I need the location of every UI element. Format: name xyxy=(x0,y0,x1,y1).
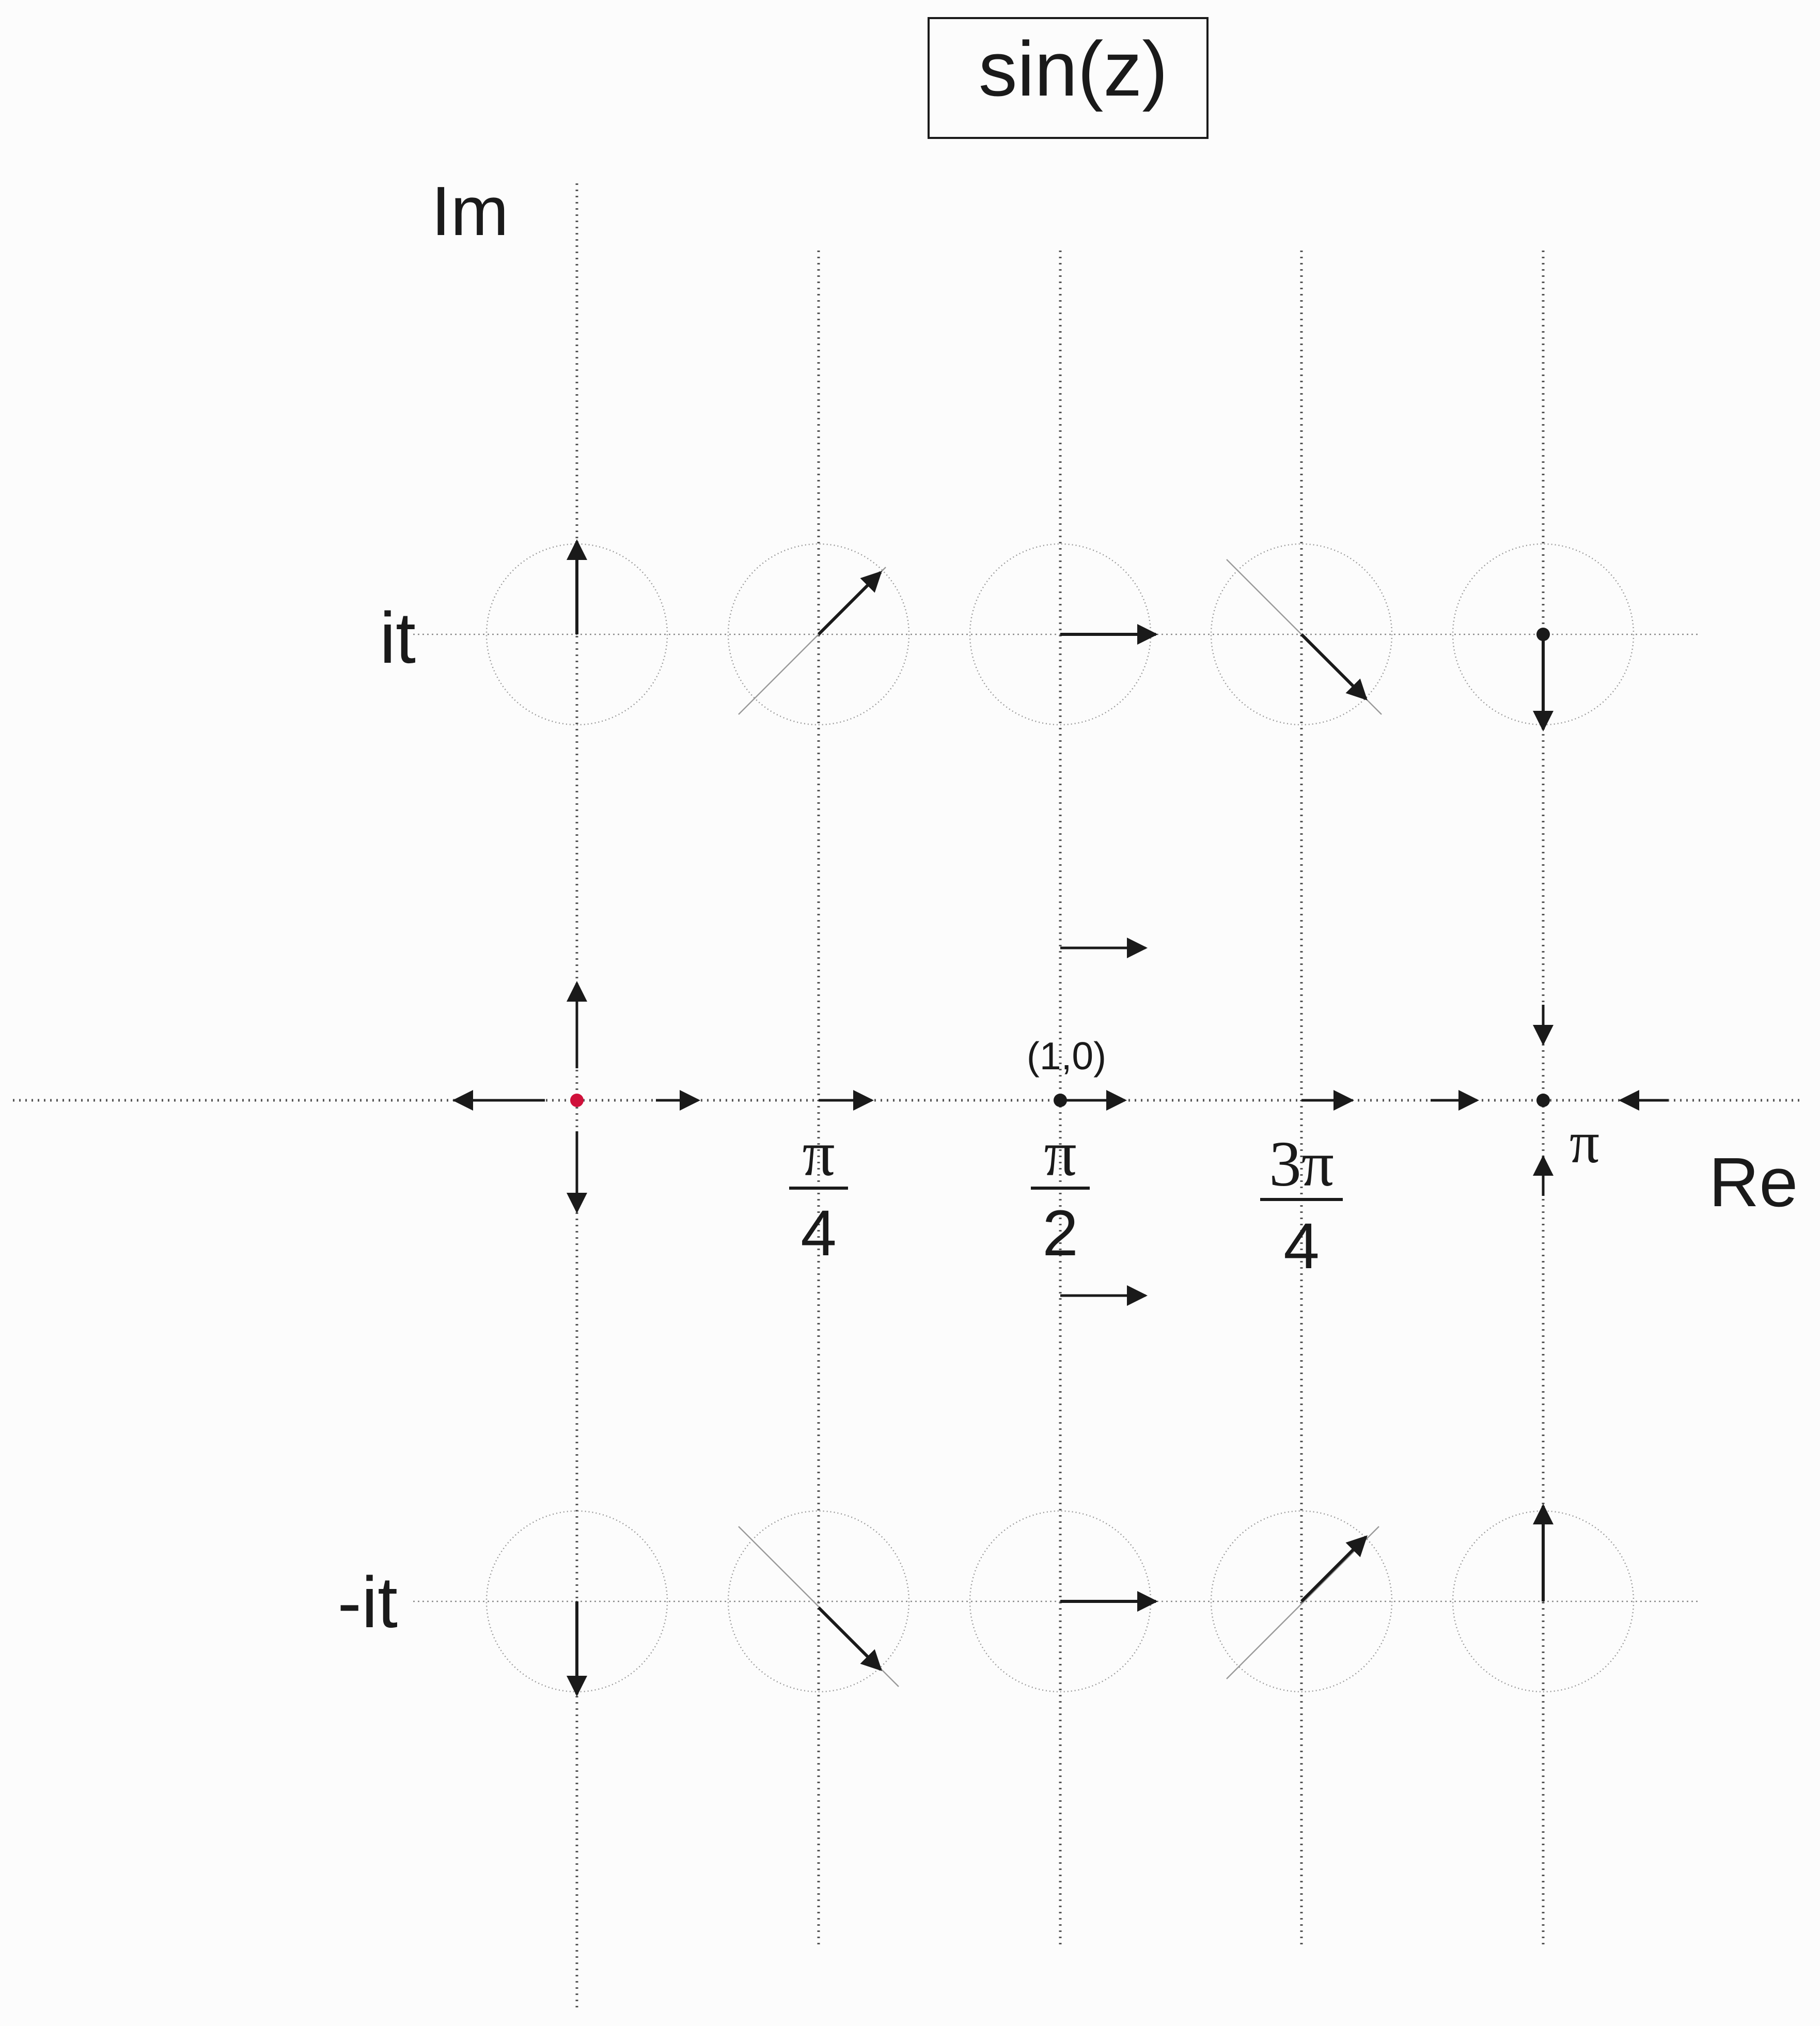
title: sin(z) xyxy=(979,25,1168,112)
tick-label-pi: π xyxy=(1570,1110,1599,1175)
tick-denominator: 2 xyxy=(1042,1197,1078,1269)
tick-numerator: π xyxy=(1044,1118,1076,1190)
circle-top-pi-over-4 xyxy=(727,543,910,726)
tick-numerator: 3π xyxy=(1269,1129,1334,1200)
tick-denominator: 4 xyxy=(1283,1210,1320,1282)
vector-arrow xyxy=(1300,1535,1368,1603)
guide-lines xyxy=(13,183,1802,2012)
point-pi-over-2 xyxy=(1054,1094,1067,1107)
vectors-bottom-row xyxy=(567,1504,1554,1696)
tick-label-3pi-over-4: 3π 4 xyxy=(1260,1129,1343,1282)
tick-label-pi-over-4: π 4 xyxy=(789,1118,848,1269)
point-pi xyxy=(1536,1094,1550,1107)
circle-bottom-pi xyxy=(1452,1510,1635,1693)
diag-bottom-3pi-over-4 xyxy=(1226,1526,1379,1679)
vectors-top-row xyxy=(567,539,1554,731)
tick-numerator: π xyxy=(802,1118,835,1190)
circle-bottom-3pi-over-4 xyxy=(1210,1510,1393,1693)
real-axis-label: Re xyxy=(1709,1143,1798,1221)
tick-label-pi-over-2: π 2 xyxy=(1031,1118,1090,1269)
point-label-1-0: (1,0) xyxy=(1027,1034,1106,1078)
row-label-it: it xyxy=(380,597,416,678)
circle-top-3pi-over-4 xyxy=(1210,543,1393,726)
circle-top-0 xyxy=(485,543,668,726)
tick-denominator: 4 xyxy=(801,1197,837,1269)
origin-point xyxy=(570,1094,584,1107)
vector-arrow xyxy=(1300,633,1368,700)
vector-arrow xyxy=(817,1606,882,1671)
row-label-minus-it: -it xyxy=(337,1562,398,1643)
point-top-pi xyxy=(1536,628,1550,641)
circle-bottom-pi-over-4 xyxy=(727,1510,910,1693)
vectors-real-axis xyxy=(452,938,1668,1306)
title-box: sin(z) xyxy=(928,17,1209,139)
vector-arrow xyxy=(817,571,882,636)
imaginary-axis-label: Im xyxy=(431,172,509,250)
